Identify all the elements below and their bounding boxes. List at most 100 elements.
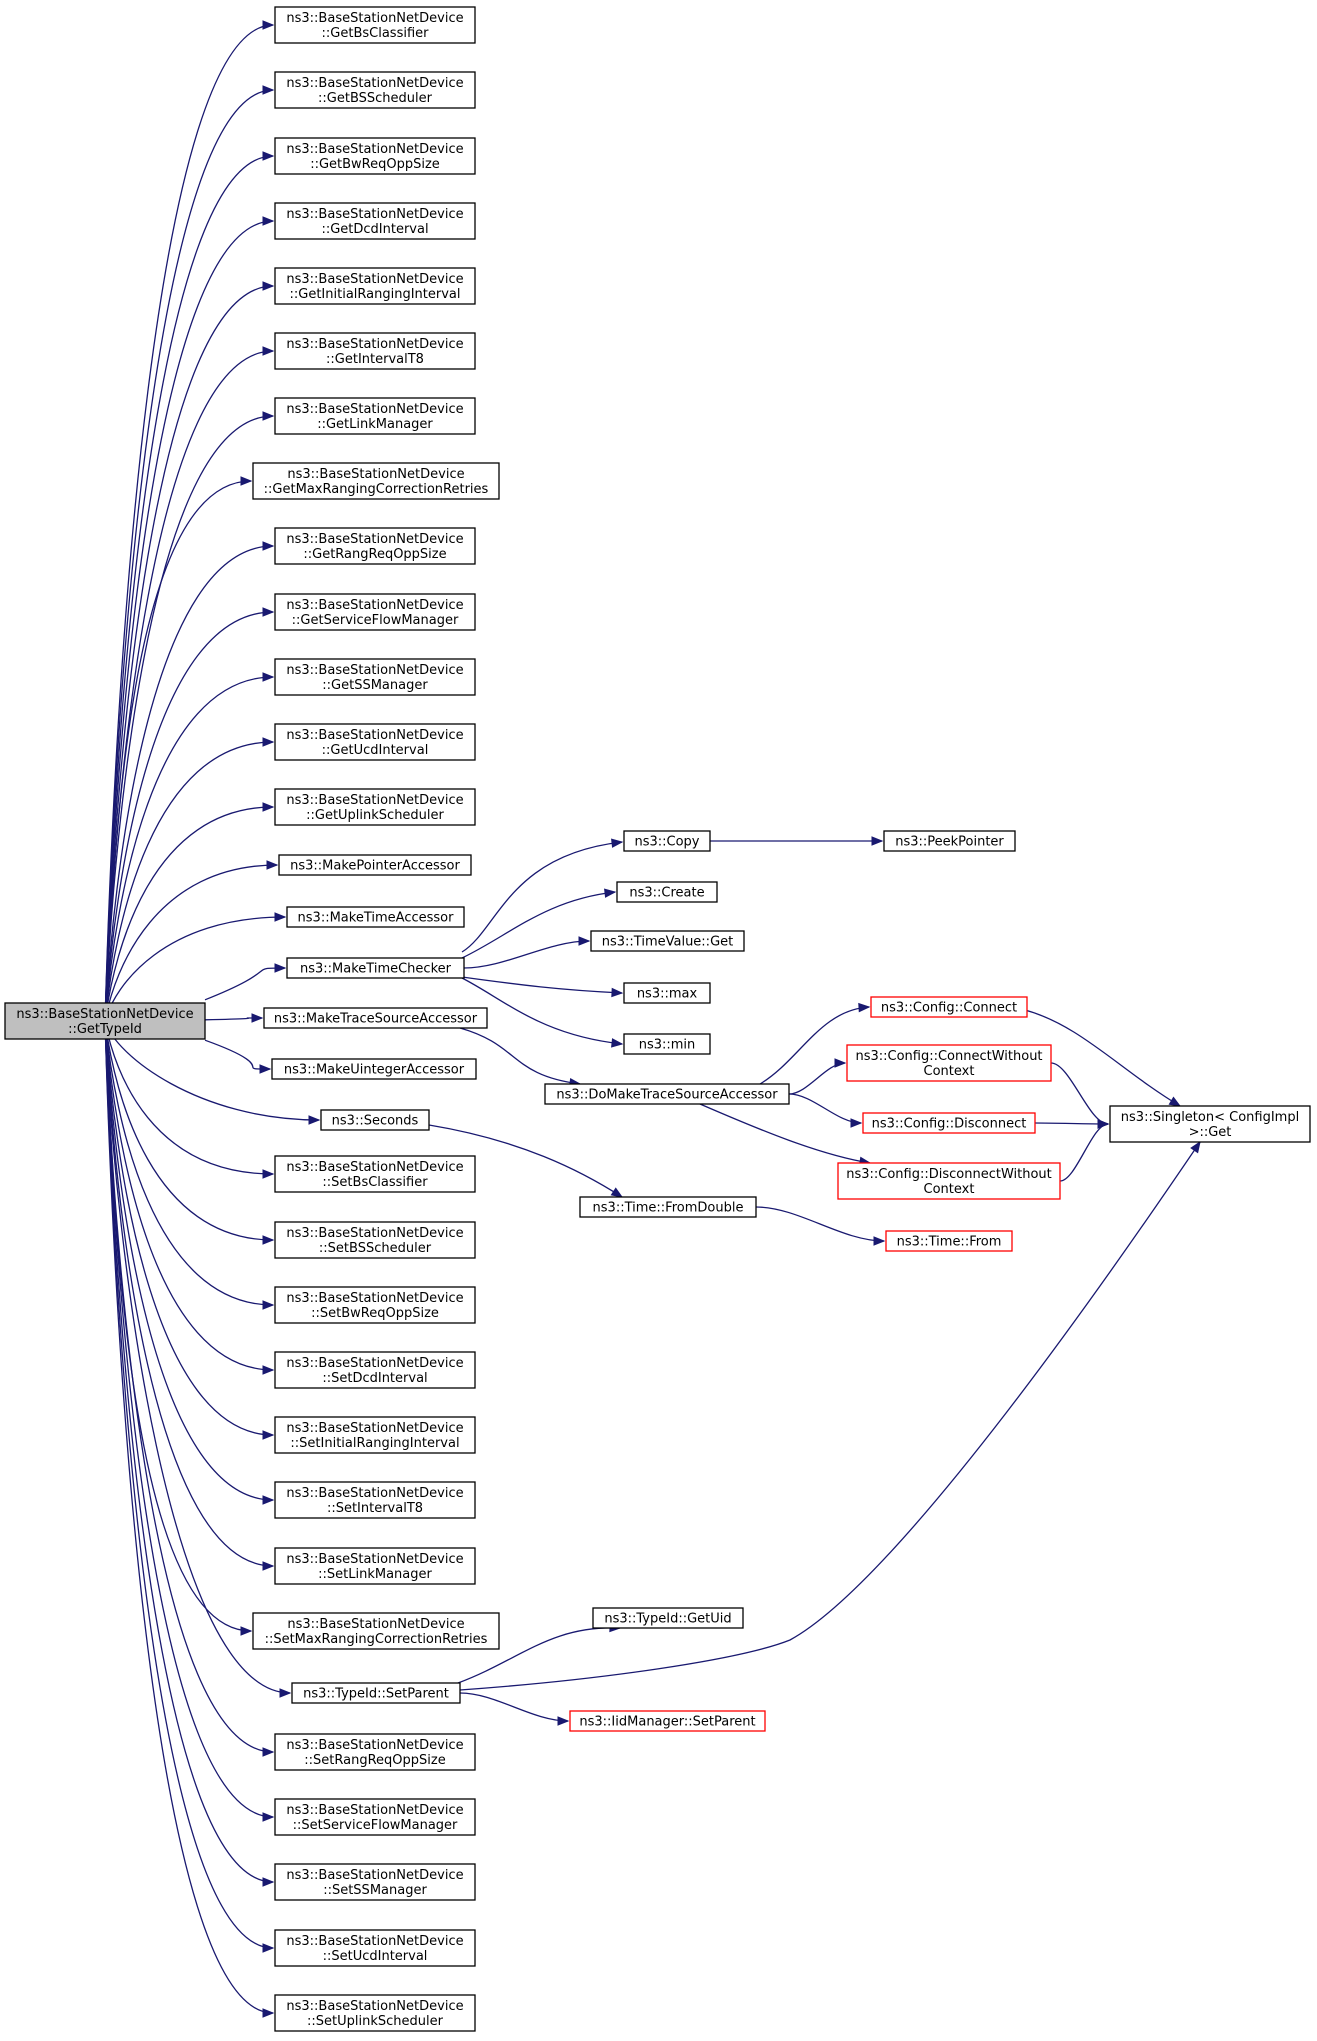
edge-root-to-makeuintegeraccessor <box>204 1039 272 1074</box>
arrowhead-icon <box>262 151 275 161</box>
node-setbsscheduler[interactable]: ns3::BaseStationNetDevice::SetBSSchedule… <box>274 1221 476 1259</box>
node-box <box>274 1286 476 1324</box>
node-copy[interactable]: ns3::Copy <box>623 830 711 852</box>
node-min[interactable]: ns3::min <box>623 1033 711 1055</box>
node-setintervalt8[interactable]: ns3::BaseStationNetDevice::SetIntervalT8 <box>274 1481 476 1519</box>
node-time-from[interactable]: ns3::Time::From <box>885 1230 1013 1252</box>
node-label: ::GetLinkManager <box>317 417 433 432</box>
node-setuplinkscheduler[interactable]: ns3::BaseStationNetDevice::SetUplinkSche… <box>274 1994 476 2032</box>
node-box <box>274 1416 476 1454</box>
edge-root-to-setbsclassifier <box>104 1020 275 1179</box>
node-config-disconnect[interactable]: ns3::Config::Disconnect <box>862 1112 1036 1134</box>
node-box <box>885 1230 1013 1252</box>
node-box <box>274 1547 476 1585</box>
node-label: ::GetBSScheduler <box>318 91 433 106</box>
node-maketimechecker[interactable]: ns3::MakeTimeChecker <box>286 957 465 979</box>
node-create[interactable]: ns3::Create <box>616 881 718 903</box>
edge-maketimechecker-to-max <box>461 976 624 998</box>
node-setrangreqoppsize[interactable]: ns3::BaseStationNetDevice::SetRangReqOpp… <box>274 1733 476 1771</box>
node-getmaxrangingcorrectionretries[interactable]: ns3::BaseStationNetDevice::GetMaxRanging… <box>252 462 500 500</box>
node-singleton-configimpl-get[interactable]: ns3::Singleton< ConfigImpl >::Get <box>1109 1105 1311 1143</box>
node-maketimeaccessor[interactable]: ns3::MakeTimeAccessor <box>286 906 465 928</box>
arrowhead-icon <box>262 85 275 95</box>
node-getserviceflowmanager[interactable]: ns3::BaseStationNetDevice::GetServiceFlo… <box>274 593 476 631</box>
node-box <box>274 267 476 305</box>
node-getbsscheduler[interactable]: ns3::BaseStationNetDevice::GetBSSchedule… <box>274 71 476 109</box>
node-getintervalt8[interactable]: ns3::BaseStationNetDevice::GetIntervalT8 <box>274 332 476 370</box>
node-max[interactable]: ns3::max <box>623 982 711 1004</box>
edge-line <box>104 285 274 1022</box>
edge-root-to-setinitialranginginterval <box>104 1020 275 1440</box>
arrowhead-icon <box>262 802 275 812</box>
arrowhead-icon <box>604 888 617 898</box>
node-box <box>274 397 476 435</box>
node-label: ns3::Seconds <box>332 1114 419 1129</box>
edge-line <box>104 611 274 1022</box>
node-seconds[interactable]: ns3::Seconds <box>320 1109 430 1131</box>
node-box <box>837 1162 1061 1200</box>
edge-root-to-getserviceflowmanager <box>104 607 275 1022</box>
node-iidmanager-setparent[interactable]: ns3::IidManager::SetParent <box>569 1710 766 1732</box>
node-typeid-getuid[interactable]: ns3::TypeId::GetUid <box>592 1607 744 1629</box>
node-getlinkmanager[interactable]: ns3::BaseStationNetDevice::GetLinkManage… <box>274 397 476 435</box>
edge-line <box>104 1020 274 2014</box>
edge-line <box>104 1020 274 1753</box>
node-setucdinterval[interactable]: ns3::BaseStationNetDevice::SetUcdInterva… <box>274 1929 476 1967</box>
node-box <box>274 593 476 631</box>
edge-line <box>461 841 623 953</box>
arrowhead-icon <box>262 346 275 356</box>
node-domaketracesourceaccessor[interactable]: ns3::DoMakeTraceSourceAccessor <box>544 1083 790 1105</box>
node-label: ::GetMaxRangingCorrectionRetries <box>264 482 489 497</box>
edge-maketracesourceaccessor-to-domaketracesourceaccessor <box>459 1027 582 1088</box>
node-time-fromdouble[interactable]: ns3::Time::FromDouble <box>579 1196 757 1218</box>
node-label: ::GetIntervalT8 <box>326 352 424 367</box>
node-setssmanager[interactable]: ns3::BaseStationNetDevice::SetSSManager <box>274 1863 476 1901</box>
node-timevalue-get[interactable]: ns3::TimeValue::Get <box>590 930 745 952</box>
node-getssmanager[interactable]: ns3::BaseStationNetDevice::GetSSManager <box>274 658 476 696</box>
node-getucdinterval[interactable]: ns3::BaseStationNetDevice::GetUcdInterva… <box>274 723 476 761</box>
node-getbwreqoppsize[interactable]: ns3::BaseStationNetDevice::GetBwReqOppSi… <box>274 137 476 175</box>
node-label: ns3::Singleton< ConfigImpl <box>1121 1110 1299 1125</box>
node-config-connect[interactable]: ns3::Config::Connect <box>870 996 1028 1018</box>
edge-line <box>1050 1062 1109 1125</box>
arrowhead-icon <box>262 1812 275 1822</box>
edge-line <box>104 1020 274 1306</box>
node-makepointeraccessor[interactable]: ns3::MakePointerAccessor <box>278 854 472 876</box>
edge-line <box>104 545 274 1022</box>
node-label: ns3::BaseStationNetDevice <box>286 1803 463 1818</box>
edge-line <box>104 1020 274 1501</box>
node-getbsclassifier[interactable]: ns3::BaseStationNetDevice::GetBsClassifi… <box>274 6 476 44</box>
node-getdcdinterval[interactable]: ns3::BaseStationNetDevice::GetDcdInterva… <box>274 202 476 240</box>
node-maketracesourceaccessor[interactable]: ns3::MakeTraceSourceAccessor <box>263 1007 488 1029</box>
edge-root-to-maketimechecker <box>204 963 287 1001</box>
node-box <box>274 6 476 44</box>
node-setlinkmanager[interactable]: ns3::BaseStationNetDevice::SetLinkManage… <box>274 1547 476 1585</box>
call-graph-nodes: ns3::BaseStationNetDevice::GetTypeIdns3:… <box>4 6 1311 2032</box>
node-label: ns3::Create <box>629 886 704 901</box>
node-label: ::GetSSManager <box>322 678 428 693</box>
node-getuplinkscheduler[interactable]: ns3::BaseStationNetDevice::GetUplinkSche… <box>274 788 476 826</box>
node-peekpointer[interactable]: ns3::PeekPointer <box>883 830 1016 852</box>
edge-root-to-setbsscheduler <box>104 1020 275 1245</box>
node-getrangreqoppsize[interactable]: ns3::BaseStationNetDevice::GetRangReqOpp… <box>274 527 476 565</box>
node-root[interactable]: ns3::BaseStationNetDevice::GetTypeId <box>4 1002 206 1040</box>
edge-line <box>1034 1122 1109 1125</box>
node-makeuintegeraccessor[interactable]: ns3::MakeUintegerAccessor <box>271 1058 477 1080</box>
node-setserviceflowmanager[interactable]: ns3::BaseStationNetDevice::SetServiceFlo… <box>274 1798 476 1836</box>
node-setinitialranginginterval[interactable]: ns3::BaseStationNetDevice::SetInitialRan… <box>274 1416 476 1454</box>
node-getinitialranginginterval[interactable]: ns3::BaseStationNetDevice::GetInitialRan… <box>274 267 476 305</box>
edge-config-connect-to-singleton-configimpl-get <box>1024 1009 1182 1107</box>
node-setmaxrangingcorrectionretries[interactable]: ns3::BaseStationNetDevice::SetMaxRanging… <box>252 1612 500 1650</box>
node-setdcdinterval[interactable]: ns3::BaseStationNetDevice::SetDcdInterva… <box>274 1351 476 1389</box>
arrowhead-icon <box>262 1943 275 1953</box>
node-setbwreqoppsize[interactable]: ns3::BaseStationNetDevice::SetBwReqOppSi… <box>274 1286 476 1324</box>
node-setbsclassifier[interactable]: ns3::BaseStationNetDevice::SetBsClassifi… <box>274 1155 476 1193</box>
node-box <box>274 658 476 696</box>
arrowhead-icon <box>262 20 275 30</box>
node-label: ns3::BaseStationNetDevice <box>287 1617 464 1632</box>
node-typeid-setparent[interactable]: ns3::TypeId::SetParent <box>291 1682 461 1704</box>
arrowhead-icon <box>262 1747 275 1757</box>
edge-typeid-setparent-to-iidmanager-setparent <box>459 1692 570 1726</box>
